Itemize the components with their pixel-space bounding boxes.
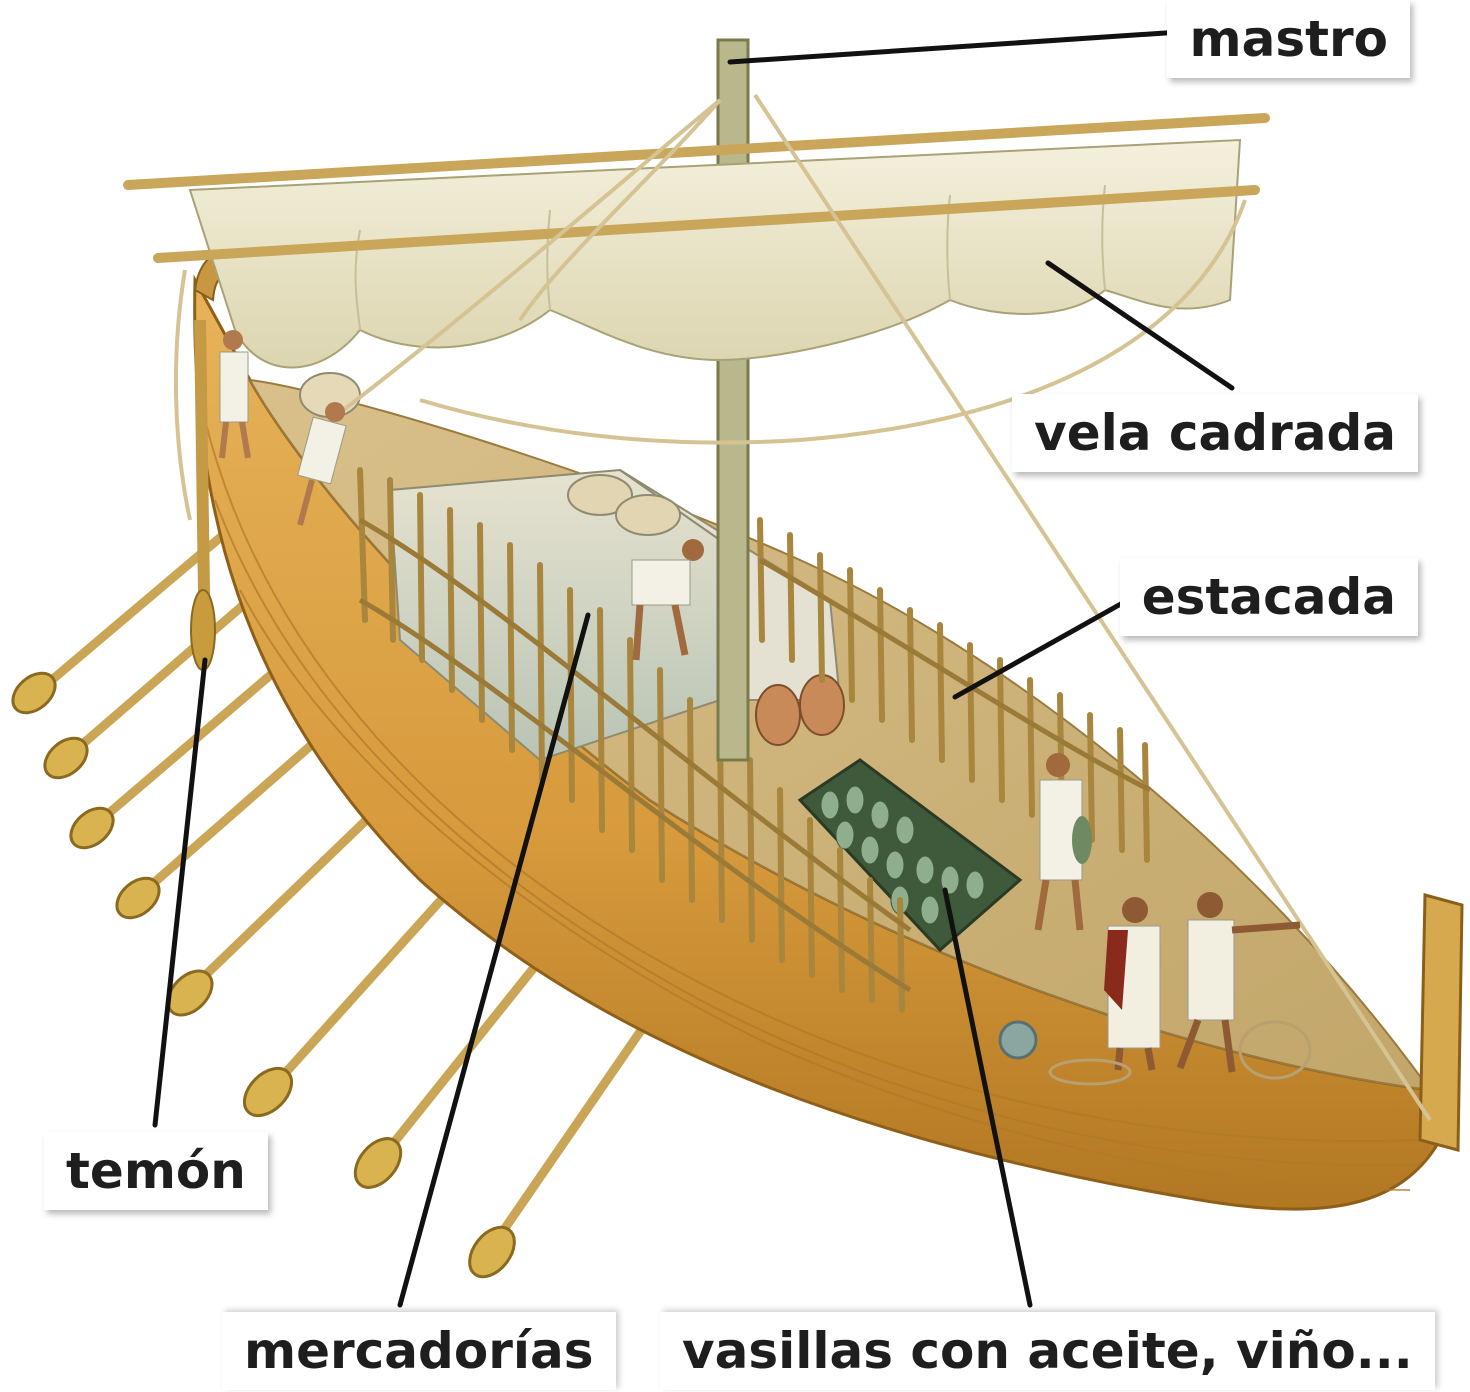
label-mastro: mastro bbox=[1167, 0, 1410, 78]
leader-estacada bbox=[955, 596, 1135, 697]
label-temon: temón bbox=[44, 1132, 268, 1210]
leader-temon bbox=[155, 660, 205, 1125]
label-estacada: estacada bbox=[1120, 558, 1418, 636]
leader-mastro bbox=[730, 32, 1180, 62]
label-vasillas: vasillas con aceite, viño... bbox=[660, 1312, 1435, 1390]
label-vela-cadrada: vela cadrada bbox=[1012, 394, 1418, 472]
label-mercadorias: mercadorías bbox=[222, 1312, 616, 1390]
